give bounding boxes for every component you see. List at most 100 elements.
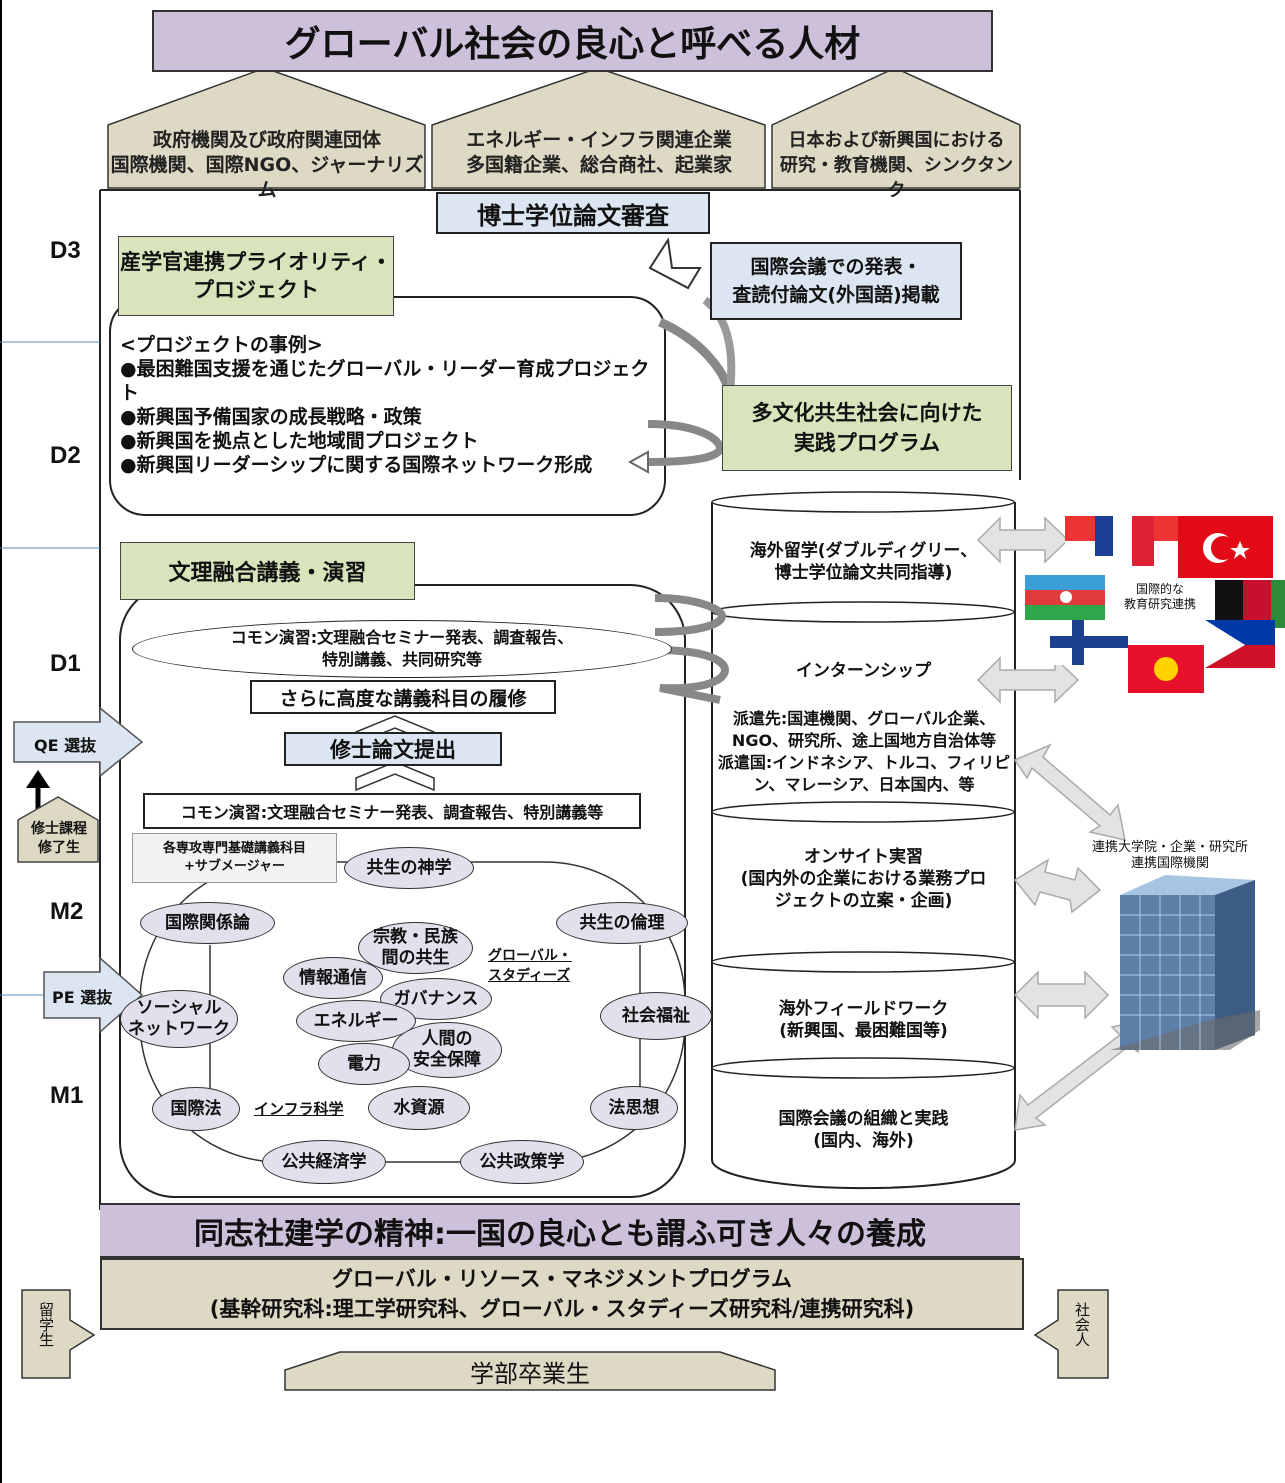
common-seminar-masters: コモン演習:文理融合セミナー発表、調査報告、特別講義等 (143, 793, 641, 829)
basic-courses-line2: +サブメージャー (184, 859, 285, 874)
subject-hoshiso: 法思想 (590, 1086, 678, 1130)
subject-social-line1: ソーシャル (136, 998, 222, 1018)
subject-shukyo-minzoku: 宗教・民族 間の共生 (358, 922, 473, 974)
partner-institutions-line1: 連携大学院・企業・研究所 (1091, 840, 1248, 855)
program-internship: インターンシップ (795, 661, 932, 681)
partner-institutions: 連携大学院・企業・研究所 連携国際機関 (1085, 840, 1255, 872)
label-global-studies-line2: スタディーズ (488, 968, 571, 984)
project-examples: <プロジェクトの事例> ●最困難国支援を通じたグローバル・リーダー育成プロジェク… (120, 333, 660, 477)
subject-kyosei-rinri: 共生の倫理 (556, 902, 688, 944)
program-onsite-line1: オンサイト実習 (804, 847, 923, 867)
house-left (107, 67, 426, 189)
year-d3: D3 (50, 237, 81, 264)
subject-ningen-line2: 安全保障 (413, 1050, 481, 1070)
program-intl-conference-line1: 国際会議の組織と実践 (778, 1109, 949, 1129)
program-study-abroad-line2: 博士学位論文共同指導) (774, 563, 953, 583)
subject-mizu: 水資源 (368, 1086, 470, 1130)
dissertation-review: 博士学位論文審査 (436, 192, 710, 234)
subject-shakai-fukushi: 社会福祉 (600, 992, 712, 1040)
career-industry: エネルギー・インフラ関連企業 多国籍企業、総合商社、起業家 (434, 128, 764, 178)
year-m2: M2 (50, 898, 84, 925)
intl-collaboration: 国際的な 教育研究連携 (1105, 582, 1215, 612)
label-global-studies: グローバル・ スタディーズ (488, 946, 572, 986)
priority-project-line1: 産学官連携プライオリティ・ (120, 250, 392, 274)
working-adults: 社会人 (1073, 1302, 1091, 1347)
program-fieldwork-line1: 海外フィールドワーク (778, 999, 949, 1019)
project-example-item: ●新興国を拠点とした地域間プロジェクト (120, 430, 479, 452)
subject-ningen-line1: 人間の (421, 1029, 473, 1049)
page-title: グローバル社会の良心と呼べる人材 (152, 10, 993, 72)
subject-denryoku: 電力 (318, 1043, 410, 1085)
founding-spirit: 同志社建学の精神:一国の良心とも謂ふ可き人々の養成 (100, 1203, 1020, 1258)
career-government: 政府機関及び政府関連団体 国際機関、国際NGO、ジャーナリズム (110, 128, 424, 203)
subject-energy: エネルギー (296, 1000, 416, 1042)
building (1110, 875, 1260, 1050)
qe-selection: QE 選抜 (34, 736, 97, 755)
career-industry-line1: エネルギー・インフラ関連企業 (466, 129, 732, 151)
program-dispatch-line3: 派遣国:インドネシア、トルコ、フィリピ (717, 753, 1011, 772)
career-government-line1: 政府機関及び政府関連団体 (152, 129, 381, 151)
career-research-line1: 日本および新興国における (788, 130, 1005, 151)
basic-courses-line1: 各専攻専門基礎講義科目 (162, 841, 306, 856)
year-d2: D2 (50, 442, 81, 469)
intl-collaboration-line1: 国際的な (1135, 582, 1184, 596)
program-study-abroad: 海外留学(ダブルディグリー、 博士学位論文共同指導) (716, 540, 1011, 584)
program-onsite: オンサイト実習 (国内外の企業における業務プロ ジェクトの立案・企画) (716, 846, 1011, 912)
subject-shukyo-line2: 間の共生 (381, 948, 450, 968)
program-fieldwork-line2: (新興国、最困難国等) (779, 1021, 948, 1041)
house-middle (431, 67, 766, 189)
program-intl-conference: 国際会議の組織と実践 (国内、海外) (716, 1108, 1011, 1152)
program-dispatch: 派遣先:国連機関、グローバル企業、 NGO、研究所、途上国地方自治体等 派遣国:… (714, 708, 1014, 796)
common-seminar-doctoral-line1: コモン演習:文理融合セミナー発表、調査報告、 (230, 628, 574, 647)
program-fieldwork: 海外フィールドワーク (新興国、最困難国等) (716, 998, 1011, 1042)
intl-collaboration-line2: 教育研究連携 (1123, 597, 1196, 611)
subject-social-network: ソーシャル ネットワーク (120, 990, 238, 1048)
program-name-line2: (基幹研究科:理工学研究科、グローバル・スタディーズ研究科/連携研究科) (209, 1297, 915, 1321)
project-example-item: ●最困難国支援を通じたグローバル・リーダー育成プロジェクト (120, 358, 650, 404)
program-dispatch-line1: 派遣先:国連機関、グローバル企業、 (732, 709, 996, 728)
subject-kokusai-kankei: 国際関係論 (140, 902, 275, 944)
priority-project: 産学官連携プライオリティ・ プロジェクト (118, 236, 394, 316)
common-seminar-doctoral: コモン演習:文理融合セミナー発表、調査報告、 特別講義、共同研究等 (132, 620, 672, 678)
program-dispatch-line4: ン、マレーシア、日本国内、等 (753, 775, 975, 794)
program-name-line1: グローバル・リソース・マネジメントプログラム (331, 1267, 793, 1291)
priority-project-line2: プロジェクト (193, 278, 319, 302)
subject-seisaku: 公共政策学 (460, 1140, 584, 1184)
masters-graduates-line2: 修了生 (38, 840, 80, 856)
multicultural-program: 多文化共生社会に向けた 実践プログラム (722, 385, 1012, 471)
subject-ningen-anzen: 人間の 安全保障 (392, 1022, 502, 1078)
project-example-item: ●新興国予備国家の成長戦略・政策 (120, 406, 422, 428)
subject-kyosei-shingaku: 共生の神学 (344, 847, 474, 889)
year-d1: D1 (50, 650, 81, 677)
project-example-item: ●新興国リーダーシップに関する国際ネットワーク形成 (120, 454, 593, 476)
partner-institutions-line2: 連携国際機関 (1130, 856, 1209, 871)
bunri-lectures: 文理融合講義・演習 (120, 542, 415, 600)
program-onsite-line3: ジェクトの立案・企画) (774, 891, 953, 911)
advanced-courses: さらに高度な講義科目の履修 (250, 680, 556, 714)
project-examples-heading: <プロジェクトの事例> (120, 334, 323, 356)
subject-keizai: 公共経済学 (262, 1140, 386, 1184)
year-m1: M1 (50, 1082, 84, 1109)
intl-publication-line1: 国際会議での発表・ (750, 256, 922, 278)
pe-selection: PE 選抜 (52, 988, 113, 1007)
program-dispatch-line2: NGO、研究所、途上国地方自治体等 (731, 731, 997, 750)
masters-graduates: 修士課程 修了生 (22, 820, 96, 858)
career-government-line2: 国際機関、国際NGO、ジャーナリズム (110, 154, 424, 201)
common-seminar-doctoral-line2: 特別講義、共同研究等 (321, 650, 482, 669)
program-name: グローバル・リソース・マネジメントプログラム (基幹研究科:理工学研究科、グロー… (100, 1258, 1024, 1330)
basic-courses: 各専攻専門基礎講義科目 +サブメージャー (132, 833, 337, 883)
multicultural-line2: 実践プログラム (793, 431, 941, 455)
intl-students: 留学生 (37, 1302, 55, 1347)
multicultural-line1: 多文化共生社会に向けた (751, 401, 983, 425)
intl-publication-line2: 査読付論文(外国語)掲載 (732, 284, 940, 306)
house-right (771, 67, 1021, 189)
masters-graduates-line1: 修士課程 (31, 821, 87, 837)
label-global-studies-line1: グローバル・ (488, 948, 572, 964)
career-research: 日本および新興国における 研究・教育機関、シンクタンク (774, 128, 1019, 203)
flags (1025, 516, 1285, 693)
masters-thesis: 修士論文提出 (284, 732, 502, 766)
intl-publication: 国際会議での発表・ 査読付論文(外国語)掲載 (710, 242, 962, 320)
program-intl-conference-line2: (国内、海外) (813, 1131, 914, 1151)
subject-social-line2: ネットワーク (128, 1019, 230, 1039)
